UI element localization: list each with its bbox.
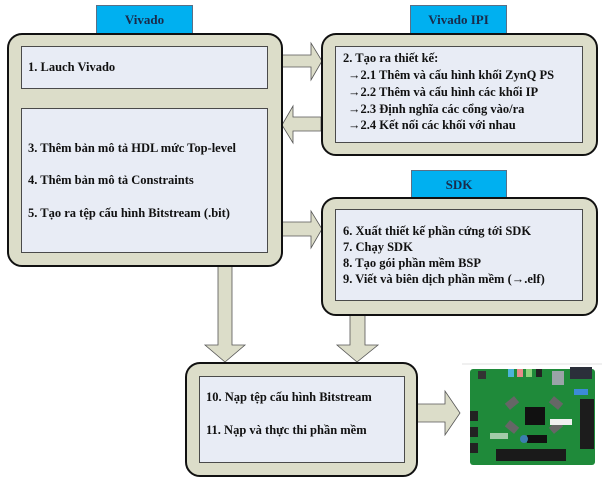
step-8-text: 8. Tạo gói phần mềm BSP <box>343 256 481 270</box>
step-4-text: 4. Thêm bản mô tả Constraints <box>28 173 194 187</box>
step-2-text: 2. Tạo ra thiết kế: <box>343 51 439 65</box>
step-9-text: 9. Viết và biên dịch phần mềm (→.elf) <box>343 272 545 286</box>
step-2-2-text: →2.2 Thêm và cấu hình các khối IP <box>348 85 539 99</box>
board-connector <box>478 371 486 379</box>
step-7-text: 7. Chạy SDK <box>343 240 413 254</box>
step-2-3-text: →2.3 Định nghĩa các cổng vào/ra <box>348 102 525 116</box>
vivado-ipi-tab-label: Vivado IPI <box>428 12 489 27</box>
arrow-vivado-to-ipi <box>281 41 323 82</box>
vga-port <box>570 367 592 379</box>
sdk-tab: SDK <box>411 170 507 198</box>
audio-jack-green <box>526 369 532 377</box>
vivado-steps-box: 3. Thêm bản mô tả HDL mức Top-level 4. T… <box>21 108 268 253</box>
audio-jack-black <box>536 369 542 377</box>
arrow-sdk-to-program <box>335 314 380 363</box>
step-1-text: 1. Lauch Vivado <box>28 60 116 74</box>
audio-jack-pink <box>517 369 523 377</box>
arrow-program-to-board <box>416 389 461 437</box>
step-11-text: 11. Nạp và thực thi phần mềm <box>206 423 367 437</box>
step-10-text: 10. Nạp tệp cấu hình Bitstream <box>206 390 372 404</box>
arrow-vivado-to-sdk <box>281 209 323 250</box>
program-steps-box: 10. Nạp tệp cấu hình Bitstream 11. Nạp v… <box>199 376 405 463</box>
jumper-block <box>574 389 588 395</box>
audio-jack-blue <box>508 369 514 377</box>
pmod-header <box>580 399 594 449</box>
sdk-tab-label: SDK <box>445 176 473 192</box>
arrow-vivado-to-program <box>203 265 247 363</box>
step-3-text: 3. Thêm bản mô tả HDL mức Top-level <box>28 141 236 155</box>
vivado-tab-label: Vivado <box>124 12 165 27</box>
step-2-1-text: →2.1 Thêm và cấu hình khối ZynQ PS <box>348 68 555 82</box>
fpga-board-image <box>462 363 602 465</box>
step-2-4-text: →2.4 Kết nối các khối với nhau <box>348 118 516 132</box>
vivado-tab: Vivado <box>96 5 193 34</box>
vivado-ipi-steps-box: 2. Tạo ra thiết kế: →2.1 Thêm và cấu hìn… <box>335 46 583 143</box>
step-6-text: 6. Xuất thiết kế phần cứng tới SDK <box>343 224 532 238</box>
fpga-chip <box>525 407 545 425</box>
sdk-steps-box: 6. Xuất thiết kế phần cứng tới SDK 7. Ch… <box>335 209 583 301</box>
ethernet-port <box>552 371 564 385</box>
step-5-text: 5. Tạo ra tệp cấu hình Bitstream (.bit) <box>28 206 230 220</box>
vivado-step1-box: 1. Lauch Vivado <box>21 46 268 89</box>
switch-row <box>496 449 566 461</box>
vivado-ipi-tab: Vivado IPI <box>410 5 507 34</box>
arrow-ipi-to-vivado <box>281 104 322 145</box>
